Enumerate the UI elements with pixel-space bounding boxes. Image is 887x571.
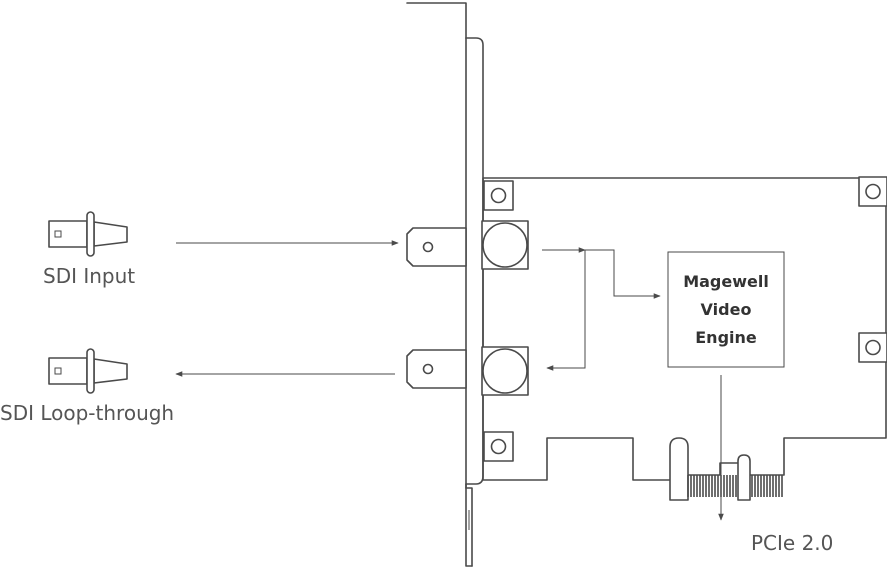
engine-label-line-1: Magewell	[683, 272, 769, 291]
sdi-loop-label: SDI Loop-through	[0, 401, 175, 425]
bnc-connector-loop	[406, 346, 529, 396]
split-to-loop-arrow	[546, 250, 586, 371]
mount-hole-top-right	[858, 176, 887, 207]
mount-hole-mid-right	[858, 332, 887, 363]
video-engine-label: Magewell Video Engine	[668, 268, 784, 352]
pcie-label: PCIe 2.0	[751, 531, 834, 555]
sdi-cable-input-icon	[48, 211, 128, 257]
sdi-input-label: SDI Input	[43, 264, 136, 288]
engine-label-line-2: Video	[700, 300, 752, 319]
pcb-key-notch-2	[737, 454, 751, 501]
bnc-connector-input	[406, 220, 529, 270]
sdi-cable-loop-icon	[48, 348, 128, 394]
pci-bracket	[406, 2, 484, 567]
mount-hole-top-left	[483, 180, 514, 211]
engine-label-line-3: Engine	[695, 328, 757, 347]
pcie-connector	[687, 475, 783, 497]
pcb-key-notch	[669, 437, 689, 501]
split-to-engine-arrow	[585, 249, 661, 299]
video-engine-box	[667, 251, 785, 368]
mount-hole-bottom-left	[483, 431, 514, 462]
